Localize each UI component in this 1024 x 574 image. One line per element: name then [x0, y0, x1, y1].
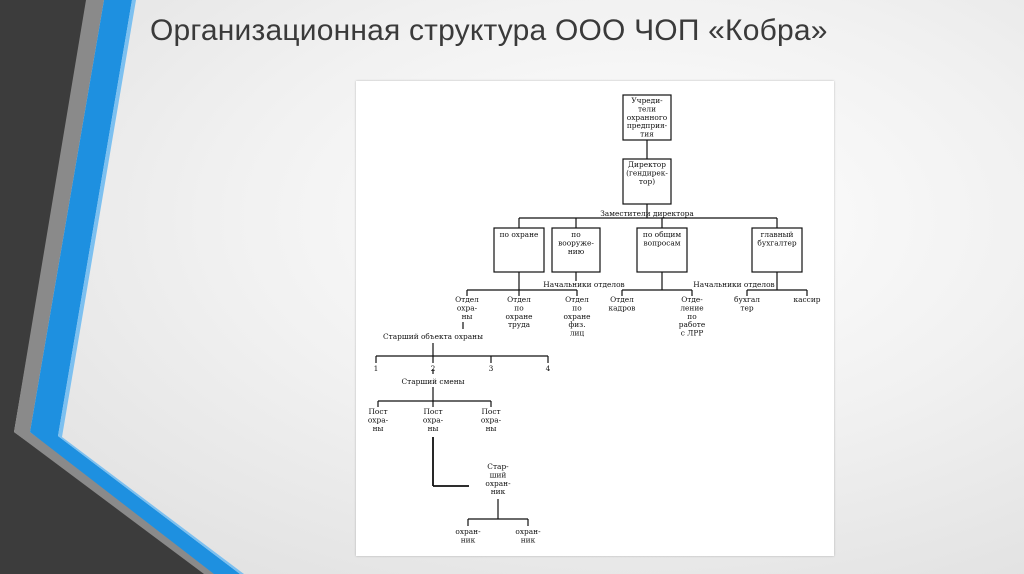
deputies-heading: Заместители директора — [600, 209, 694, 218]
label-line: по — [687, 312, 697, 321]
label-line: Отдел — [507, 295, 531, 304]
label-line: ны — [462, 312, 473, 321]
label-line: ник — [461, 535, 476, 544]
label-line: ны — [373, 424, 384, 433]
label-line: охра- — [423, 415, 444, 424]
dark-stripe — [0, 0, 210, 574]
cashier-label: кассир — [794, 295, 821, 304]
object-number-2: 2 — [431, 364, 436, 373]
blue-stripe — [30, 0, 240, 574]
label-line: предприя- — [627, 121, 668, 130]
label-line: тор) — [639, 177, 655, 186]
senior-object-label: Старший объекта охраны — [383, 332, 483, 341]
dept-heads-heading-1: Начальники отделов — [543, 280, 624, 289]
label-line: с ЛРР — [681, 329, 704, 338]
label-line: Отдел — [455, 295, 479, 304]
label-line: работе — [679, 320, 706, 329]
label-line: Пост — [423, 407, 442, 416]
label-line: кассир — [794, 295, 821, 304]
label-line: охран- — [455, 527, 481, 536]
label-line: главный — [761, 230, 794, 239]
label-line: Стар- — [487, 462, 509, 471]
label-line: Пост — [368, 407, 387, 416]
label-line: по — [571, 230, 581, 239]
director-label: Директор(гендирек-тор) — [626, 160, 668, 186]
dept-heads-heading-2: Начальники отделов — [693, 280, 774, 289]
label-line: Отде- — [681, 295, 703, 304]
label-line: Директор — [628, 160, 666, 169]
label-line: кадров — [609, 303, 636, 312]
label-line: ник — [491, 487, 506, 496]
label-line: нию — [568, 247, 585, 256]
label-line: физ. — [568, 320, 585, 329]
grey-stripe — [14, 0, 222, 574]
label-line: бухгалтер — [757, 238, 796, 247]
label-line: Учреди- — [631, 96, 663, 105]
label-line: по охране — [500, 230, 539, 239]
label-line: вооруже- — [558, 238, 594, 247]
label-line: бухгал — [734, 295, 760, 304]
label-line: охране — [505, 312, 532, 321]
label-line: лиц — [570, 329, 585, 338]
label-line: Пост — [481, 407, 500, 416]
label-line: ны — [486, 424, 497, 433]
slide-title: Организационная структура ООО ЧОП «Кобра… — [150, 14, 828, 47]
label-line: труда — [508, 320, 531, 329]
object-number-1: 1 — [374, 364, 379, 373]
label-line: тели — [638, 104, 656, 113]
label-line: Отдел — [565, 295, 589, 304]
label-line: охран- — [515, 527, 541, 536]
label-line: ны — [428, 424, 439, 433]
senior-shift-label: Старший смены — [401, 377, 464, 386]
object-number-3: 3 — [489, 364, 494, 373]
connector-lines — [375, 140, 808, 526]
object-number-4: 4 — [546, 364, 551, 373]
label-line: по общим — [643, 230, 681, 239]
label-line: ший — [490, 470, 507, 479]
label-line: охра- — [457, 303, 478, 312]
label-line: тия — [640, 130, 654, 139]
label-line: вопросам — [643, 238, 680, 247]
label-line: ник — [521, 535, 536, 544]
label-line: тер — [740, 303, 753, 312]
label-line: Отдел — [610, 295, 634, 304]
label-line: охране — [563, 312, 590, 321]
label-line: охра- — [368, 415, 389, 424]
label-line: по — [572, 303, 582, 312]
label-line: охра- — [481, 415, 502, 424]
guard-2-label: охран-ник — [515, 527, 541, 544]
label-line: охранного — [627, 113, 668, 122]
deputy-security-label: по охране — [500, 230, 539, 239]
label-line: охран- — [485, 479, 511, 488]
guard-1-label: охран-ник — [455, 527, 481, 544]
label-line: ление — [680, 303, 703, 312]
label-line: по — [514, 303, 524, 312]
label-line: (гендирек- — [626, 168, 668, 177]
